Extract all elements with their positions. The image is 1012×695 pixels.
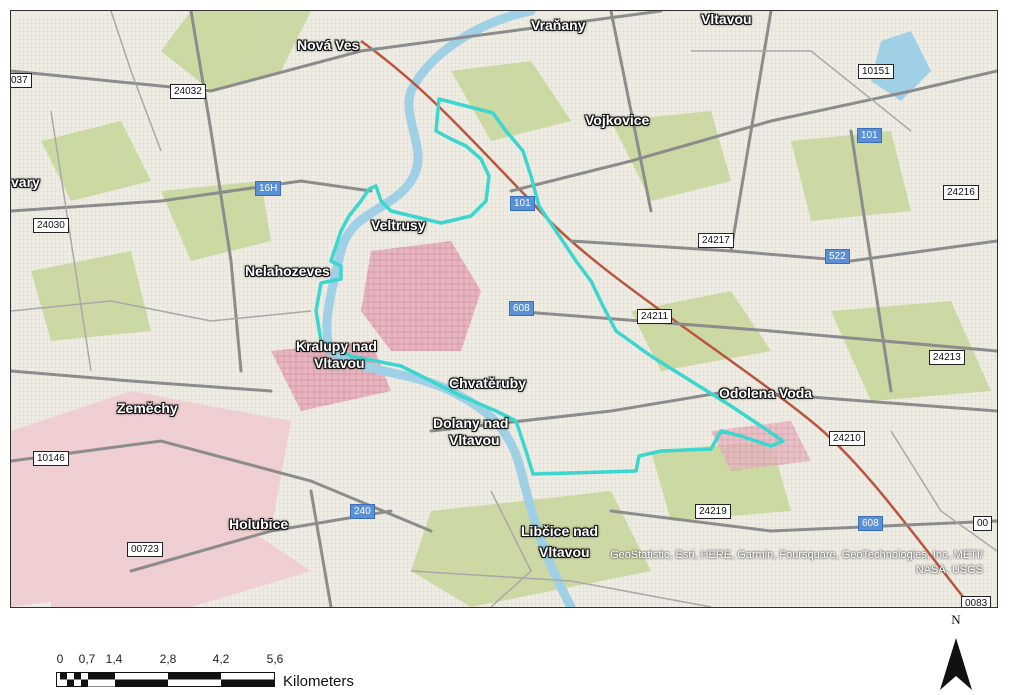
road-label-240: 240 <box>350 504 375 519</box>
road-label-101-b: 101 <box>510 196 535 211</box>
attribution-line-1: GeoStatistic, Esri, HERE, Garmin, Foursq… <box>610 549 983 561</box>
place-dolany-line2: Vltavou <box>449 432 500 448</box>
scale-label-1: 0,7 <box>78 652 96 666</box>
road-label-0083: 0083 <box>961 596 992 607</box>
north-letter: N <box>951 612 961 627</box>
road-label-24213: 24213 <box>929 350 965 365</box>
road-label-522: 522 <box>825 249 850 264</box>
road-label-608-b: 608 <box>858 516 883 531</box>
attribution-line-2: NASA, USGS <box>915 564 983 576</box>
map-canvas[interactable] <box>11 11 997 607</box>
scale-bar <box>56 672 275 687</box>
place-vary: vary <box>11 174 40 190</box>
place-vranany: Vraňany <box>531 17 586 33</box>
road-label-24217: 24217 <box>698 233 734 248</box>
road-label-24219: 24219 <box>695 504 731 519</box>
place-holubice: Holubice <box>229 516 289 532</box>
scale-label-3: 2,8 <box>159 652 177 666</box>
road-label-24211: 24211 <box>637 309 673 324</box>
study-area-boundary <box>314 97 785 476</box>
reservoir <box>871 31 931 101</box>
road-label-00: 00 <box>973 516 993 531</box>
place-chvateruby: Chvatěruby <box>449 375 527 391</box>
place-odolena-voda: Odolena Voda <box>719 385 813 401</box>
place-nova-ves: Nová Ves <box>297 37 360 53</box>
north-arrow: N <box>938 612 974 692</box>
urban-areas <box>271 241 811 471</box>
road-label-24216: 24216 <box>943 185 979 200</box>
place-kralupy-line2: Vltavou <box>314 355 365 371</box>
place-zemechy: Zeměchy <box>117 400 178 416</box>
place-veltrusy: Veltrusy <box>371 217 426 233</box>
map-frame[interactable]: Nová Ves Vraňany Vltavou Vojkovice vary … <box>10 10 998 608</box>
scale-unit-label: Kilometers <box>283 673 354 690</box>
hatched-areas <box>11 391 311 607</box>
north-arrow-icon <box>940 638 972 690</box>
place-dolany-line1: Dolany nad <box>433 415 509 431</box>
road-label-16h: 16H <box>255 181 282 196</box>
scale-label-0: 0 <box>56 652 64 666</box>
road-label-24210: 24210 <box>829 431 865 446</box>
road-label-00723: 00723 <box>127 542 163 557</box>
road-label-101-a: 101 <box>857 128 882 143</box>
vltava-river <box>322 11 576 607</box>
scale-label-2: 1,4 <box>105 652 123 666</box>
place-vojkovice: Vojkovice <box>585 112 650 128</box>
scale-bar-labels: 0 0,7 1,4 2,8 4,2 5,6 <box>0 652 400 668</box>
road-label-10146: 10146 <box>33 451 69 466</box>
road-label-10151: 10151 <box>858 64 894 79</box>
place-nelahozeves: Nelahozeves <box>245 263 330 279</box>
road-label-24032: 24032 <box>170 84 206 99</box>
scale-label-5: 5,6 <box>266 652 284 666</box>
road-label-608-a: 608 <box>509 301 534 316</box>
place-kralupy-line1: Kralupy nad <box>296 338 377 354</box>
place-libcice-line2: Vltavou <box>539 544 590 560</box>
road-label-037: 037 <box>11 73 32 88</box>
railway <box>360 39 972 607</box>
map-attribution: GeoStatistic, Esri, HERE, Garmin, Foursq… <box>483 548 983 578</box>
place-libcice-line1: Libčice nad <box>521 523 599 539</box>
minor-roads <box>11 11 997 607</box>
scale-label-4: 4,2 <box>212 652 230 666</box>
place-vltavou-top: Vltavou <box>701 11 752 27</box>
road-label-24030: 24030 <box>33 218 69 233</box>
